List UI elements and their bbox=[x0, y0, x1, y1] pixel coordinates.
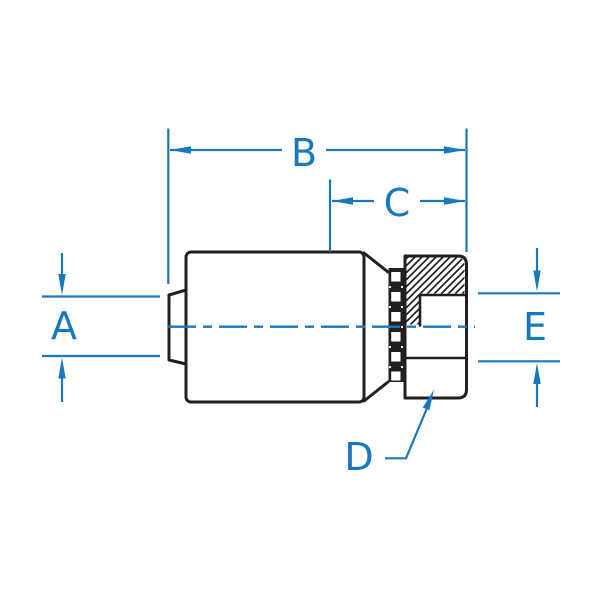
serration-window bbox=[391, 312, 401, 322]
dim-label-d: D bbox=[344, 435, 373, 479]
arrow-a-down-icon bbox=[58, 274, 66, 295]
arrow-d-icon bbox=[422, 389, 434, 411]
serration-window bbox=[391, 371, 401, 381]
dimension-b: B bbox=[170, 131, 465, 175]
leader-line-d bbox=[385, 404, 430, 460]
shell-chamfer-bottom bbox=[362, 380, 390, 403]
arrow-e-up-icon bbox=[533, 363, 541, 384]
serration-window bbox=[391, 272, 401, 282]
serration-dots bbox=[388, 285, 404, 369]
dim-label-b: B bbox=[291, 131, 317, 175]
arrow-a-up-icon bbox=[58, 357, 66, 379]
shell-chamfer-top bbox=[362, 251, 390, 274]
fitting-geometry bbox=[167, 250, 468, 404]
thread-serration-strip bbox=[388, 268, 404, 382]
serration-window bbox=[391, 292, 401, 302]
serration-strip-body bbox=[388, 268, 404, 382]
dim-label-c: C bbox=[384, 181, 411, 225]
arrow-c-right-icon bbox=[444, 197, 465, 205]
arrow-c-left-icon bbox=[332, 197, 353, 205]
dimension-e: E bbox=[478, 248, 560, 407]
dimension-c: C bbox=[332, 181, 465, 225]
dimension-a: A bbox=[42, 253, 160, 402]
swivel-nut-outline bbox=[403, 254, 468, 400]
arrow-e-down-icon bbox=[533, 270, 541, 292]
arrow-b-right-icon bbox=[444, 146, 465, 154]
dimension-d: D bbox=[344, 389, 434, 479]
serration-window bbox=[391, 332, 401, 342]
dimensioning: B C A E bbox=[42, 128, 560, 479]
dim-label-a: A bbox=[51, 304, 77, 348]
serration-window bbox=[391, 352, 401, 362]
nut-counterbore-step bbox=[418, 293, 468, 327]
dim-label-e: E bbox=[523, 305, 547, 349]
arrow-b-left-icon bbox=[170, 146, 191, 154]
